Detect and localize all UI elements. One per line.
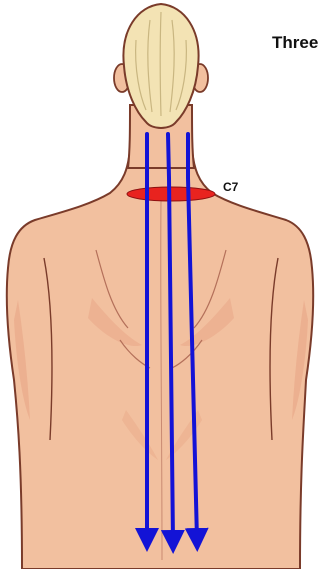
title-text: Three	[272, 33, 318, 52]
c7-label: C7	[223, 180, 239, 194]
torso	[7, 150, 313, 569]
